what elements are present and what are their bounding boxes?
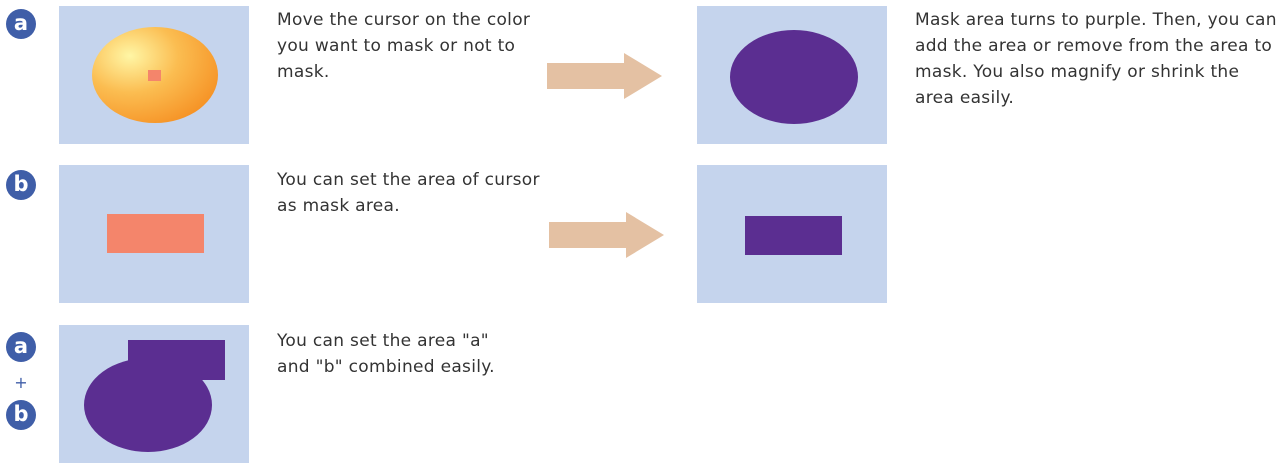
step-combined-panel — [59, 325, 249, 463]
step-a-result-illustration — [730, 30, 858, 124]
step-a-description: Move the cursor on the color you want to… — [277, 10, 531, 82]
step-a-source-panel — [59, 6, 249, 144]
step-a-badge: a — [6, 9, 36, 39]
cursor-marker — [148, 70, 161, 81]
step-a-result-description: Mask area turns to purple. Then, you can… — [915, 10, 1277, 108]
step-b-source-illustration — [107, 214, 204, 253]
step-combined-badge-a: a — [6, 332, 36, 362]
step-b-source-panel — [59, 165, 249, 303]
step-b-result-panel — [697, 165, 887, 303]
purple-mask-rect — [745, 216, 842, 255]
cursor-area-rect — [107, 214, 204, 253]
right-arrow-icon — [547, 53, 662, 99]
purple-mask-ellipse — [730, 30, 858, 124]
plus-sign: + — [14, 373, 28, 392]
right-arrow-icon — [549, 212, 664, 258]
step-combined-description: You can set the area "a" and "b" combine… — [277, 331, 495, 377]
combined-mask-ellipse — [84, 358, 212, 452]
step-b-badge: b — [6, 170, 36, 200]
step-combined-badge-b: b — [6, 400, 36, 430]
step-a-result-panel — [697, 6, 887, 144]
step-b-result-illustration — [745, 216, 842, 255]
step-combined-illustration — [84, 340, 225, 452]
combined-mask-rect — [128, 340, 225, 380]
step-a-source-illustration — [92, 27, 218, 123]
step-b-description: You can set the area of cursor as mask a… — [277, 170, 540, 216]
